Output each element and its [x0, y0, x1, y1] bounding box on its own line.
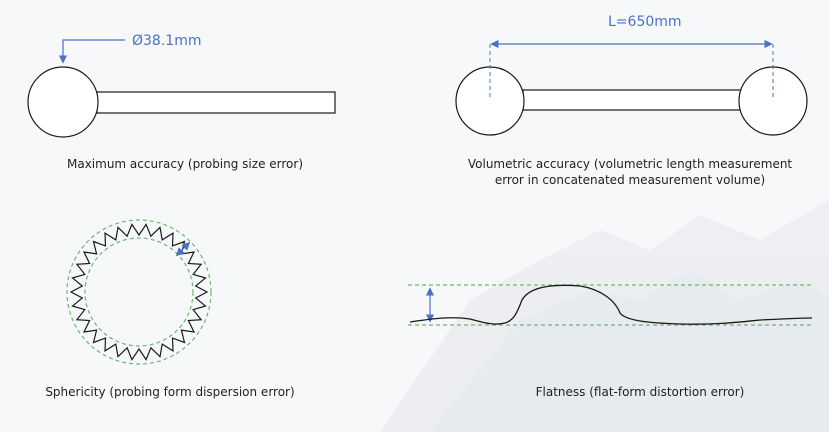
probing-size-diagram	[27, 39, 336, 138]
sphericity-caption: Sphericity (probing form dispersion erro…	[45, 385, 295, 399]
volumetric-length-diagram	[455, 39, 808, 136]
inner-tolerance-circle	[84, 237, 194, 347]
length-label: L=650mm	[608, 14, 682, 30]
form-error-arrow	[175, 241, 191, 257]
max-accuracy-caption: Maximum accuracy (probing size error)	[66, 157, 303, 171]
volumetric-caption-line1: Volumetric accuracy (volumetric length m…	[467, 157, 793, 171]
mountain-background	[380, 200, 829, 432]
measured-profile	[69, 223, 209, 361]
surface-profile	[409, 284, 813, 325]
volumetric-caption-line2: error in concatenated measurement volume…	[494, 173, 766, 187]
length-bar	[522, 89, 744, 111]
probe-sphere	[27, 66, 99, 138]
flatness-diagram	[408, 284, 813, 326]
sphericity-diagram	[66, 219, 212, 365]
left-sphere	[455, 66, 525, 136]
flatness-caption: Flatness (flat-form distortion error)	[535, 385, 745, 399]
stylus-shaft	[96, 91, 336, 114]
right-sphere	[738, 66, 808, 136]
outer-tolerance-circle	[66, 219, 212, 365]
diameter-label: Ø38.1mm	[132, 33, 202, 49]
diameter-leader-line	[58, 39, 125, 64]
